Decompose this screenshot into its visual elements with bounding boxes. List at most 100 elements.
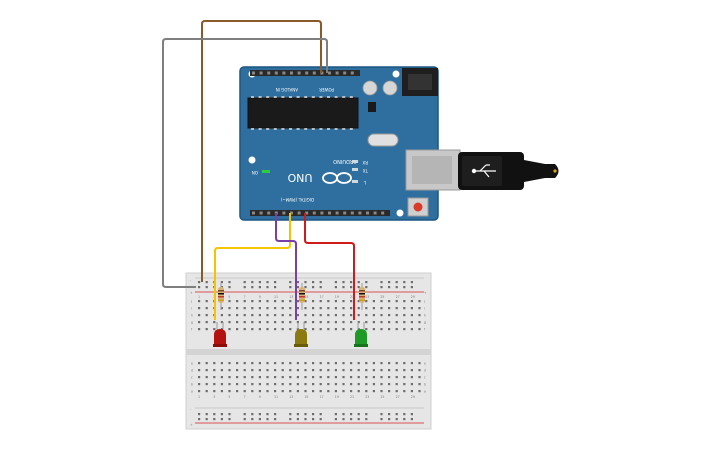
gray-wire[interactable] <box>162 38 328 288</box>
breadboard-hole[interactable] <box>319 383 322 386</box>
breadboard-hole[interactable] <box>258 369 261 372</box>
breadboard-hole[interactable] <box>251 328 254 331</box>
breadboard-holes[interactable] <box>198 281 421 421</box>
header-pin[interactable] <box>259 211 263 215</box>
breadboard-hole[interactable] <box>266 376 269 379</box>
breadboard-hole[interactable] <box>312 390 315 393</box>
breadboard-hole[interactable] <box>357 418 360 421</box>
breadboard-hole[interactable] <box>289 369 292 372</box>
breadboard-hole[interactable] <box>334 300 337 303</box>
breadboard-hole[interactable] <box>220 413 223 416</box>
breadboard-hole[interactable] <box>418 362 421 365</box>
breadboard-hole[interactable] <box>380 362 383 365</box>
breadboard-hole[interactable] <box>213 321 216 324</box>
breadboard-hole[interactable] <box>350 376 353 379</box>
breadboard-hole[interactable] <box>365 314 368 317</box>
breadboard-hole[interactable] <box>334 383 337 386</box>
breadboard-hole[interactable] <box>388 369 391 372</box>
breadboard-hole[interactable] <box>410 300 413 303</box>
breadboard-hole[interactable] <box>418 376 421 379</box>
breadboard-hole[interactable] <box>395 418 398 421</box>
breadboard-hole[interactable] <box>380 383 383 386</box>
breadboard-hole[interactable] <box>220 281 223 284</box>
breadboard-hole[interactable] <box>357 390 360 393</box>
breadboard-hole[interactable] <box>274 328 277 331</box>
breadboard-hole[interactable] <box>365 390 368 393</box>
brown-wire[interactable] <box>201 20 322 282</box>
breadboard-hole[interactable] <box>365 286 368 289</box>
header-pin[interactable] <box>305 211 309 215</box>
breadboard-hole[interactable] <box>281 369 284 372</box>
breadboard-hole[interactable] <box>243 321 246 324</box>
breadboard-hole[interactable] <box>274 418 277 421</box>
breadboard-hole[interactable] <box>258 314 261 317</box>
breadboard-hole[interactable] <box>281 362 284 365</box>
breadboard-hole[interactable] <box>319 314 322 317</box>
breadboard-hole[interactable] <box>380 376 383 379</box>
breadboard-hole[interactable] <box>418 383 421 386</box>
breadboard-hole[interactable] <box>334 413 337 416</box>
breadboard-hole[interactable] <box>228 321 231 324</box>
breadboard-hole[interactable] <box>395 314 398 317</box>
breadboard-hole[interactable] <box>296 281 299 284</box>
breadboard-hole[interactable] <box>289 376 292 379</box>
header-pin[interactable] <box>305 71 309 75</box>
breadboard-hole[interactable] <box>220 418 223 421</box>
breadboard-hole[interactable] <box>312 314 315 317</box>
header-pin[interactable] <box>267 71 271 75</box>
breadboard-hole[interactable] <box>319 376 322 379</box>
breadboard-hole[interactable] <box>410 369 413 372</box>
breadboard-hole[interactable] <box>357 413 360 416</box>
purple-wire[interactable] <box>275 213 297 320</box>
breadboard-hole[interactable] <box>418 314 421 317</box>
breadboard-hole[interactable] <box>319 328 322 331</box>
breadboard-hole[interactable] <box>274 286 277 289</box>
breadboard-hole[interactable] <box>296 328 299 331</box>
breadboard-hole[interactable] <box>403 390 406 393</box>
breadboard-hole[interactable] <box>403 418 406 421</box>
breadboard-hole[interactable] <box>258 286 261 289</box>
breadboard-hole[interactable] <box>350 362 353 365</box>
breadboard-hole[interactable] <box>205 321 208 324</box>
breadboard-hole[interactable] <box>266 314 269 317</box>
header-pin[interactable] <box>328 211 331 215</box>
breadboard-hole[interactable] <box>342 369 345 372</box>
breadboard-hole[interactable] <box>266 390 269 393</box>
breadboard-hole[interactable] <box>334 328 337 331</box>
breadboard-hole[interactable] <box>334 286 337 289</box>
breadboard-hole[interactable] <box>388 314 391 317</box>
breadboard-hole[interactable] <box>258 413 261 416</box>
breadboard-hole[interactable] <box>372 321 375 324</box>
breadboard-hole[interactable] <box>357 328 360 331</box>
breadboard-hole[interactable] <box>410 418 413 421</box>
breadboard-hole[interactable] <box>258 362 261 365</box>
breadboard-hole[interactable] <box>228 300 231 303</box>
breadboard-hole[interactable] <box>228 362 231 365</box>
breadboard-hole[interactable] <box>220 321 223 324</box>
breadboard-hole[interactable] <box>334 376 337 379</box>
breadboard-hole[interactable] <box>304 286 307 289</box>
header-pin[interactable] <box>343 211 347 215</box>
breadboard-hole[interactable] <box>228 383 231 386</box>
breadboard-hole[interactable] <box>380 286 383 289</box>
breadboard-hole[interactable] <box>395 390 398 393</box>
breadboard-hole[interactable] <box>236 369 239 372</box>
breadboard-hole[interactable] <box>220 369 223 372</box>
breadboard-hole[interactable] <box>418 390 421 393</box>
breadboard-hole[interactable] <box>395 362 398 365</box>
breadboard-hole[interactable] <box>410 314 413 317</box>
header-pin[interactable] <box>259 71 263 75</box>
breadboard-hole[interactable] <box>410 413 413 416</box>
usb-cable[interactable] <box>458 152 559 190</box>
red-wire[interactable] <box>304 213 355 320</box>
breadboard-hole[interactable] <box>266 286 269 289</box>
breadboard-hole[interactable] <box>319 362 322 365</box>
breadboard-hole[interactable] <box>327 390 330 393</box>
breadboard-hole[interactable] <box>236 362 239 365</box>
breadboard-hole[interactable] <box>243 328 246 331</box>
breadboard-hole[interactable] <box>289 300 292 303</box>
breadboard-hole[interactable] <box>395 413 398 416</box>
breadboard-hole[interactable] <box>365 418 368 421</box>
breadboard-hole[interactable] <box>296 369 299 372</box>
breadboard-hole[interactable] <box>372 376 375 379</box>
